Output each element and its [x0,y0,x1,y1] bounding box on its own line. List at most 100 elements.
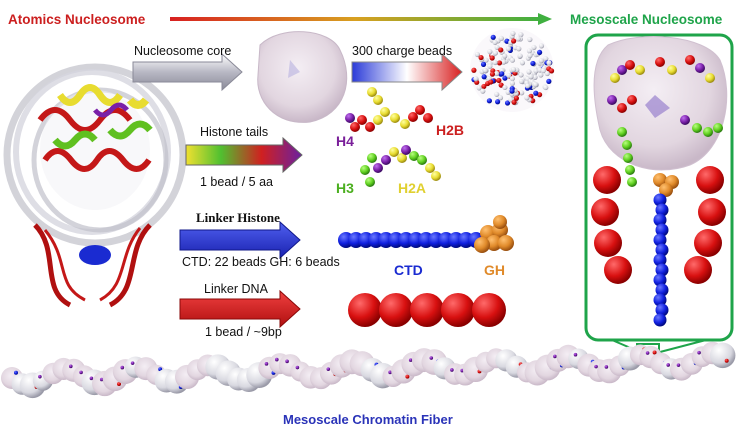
charge-bead [511,66,517,73]
charge-bead [492,59,498,66]
charge-arrow [351,52,463,92]
fiber-bead [285,359,289,364]
fiber-bead [429,356,434,360]
fiber-bead [275,357,279,362]
charge-bead [506,72,512,79]
charge-bead [546,60,552,66]
h3-label: H3 [336,180,354,196]
charge-bead [511,38,517,44]
charge-bead [496,77,502,84]
charge-bead [515,36,521,42]
charge-bead [528,74,534,80]
charge-bead [502,84,508,91]
histone-tails-sublabel: 1 bead / 5 aa [200,175,273,189]
charge-bead [509,75,515,82]
fiber-bead [405,374,410,379]
charge-bead [527,36,533,43]
charge-bead [538,72,544,78]
charge-bead [511,99,517,105]
charge-bead [538,58,544,64]
charge-bead [509,80,516,86]
linker-histone-arrow [179,220,301,260]
charge-bead [504,100,511,106]
charge-bead [486,98,493,104]
fiber-bead [326,367,331,371]
charge-bead [498,35,504,41]
core-arrow [132,52,243,92]
charge-bead [543,56,549,62]
top-progress-arrow [170,13,552,25]
nucleosome-core-label: Nucleosome core [134,44,232,58]
meso-ctd-bead [653,273,667,287]
gh-label: GH [484,262,505,278]
linker-dna-sublabel: 1 bead / ~9bp [205,325,282,339]
ctd-beads [338,232,484,248]
fiber-bead [99,377,104,382]
charge-bead [526,48,533,54]
fiber-label: Mesoscale Chromatin Fiber [283,412,453,427]
meso-ctd-bead [655,203,669,217]
charge-bead [494,91,500,97]
charge-bead [546,78,552,84]
fiber-bead [120,365,125,370]
charge-bead [544,70,550,77]
linker-dna-label: Linker DNA [204,282,268,296]
charge-bead [532,82,539,88]
charge-bead [495,99,501,105]
charge-bead [496,60,503,66]
fiber-bead [553,354,557,359]
fiber-bead [645,351,650,355]
charge-bead [489,55,495,61]
fiber-bead [604,365,609,369]
charge-bead [509,88,515,94]
charge-bead [533,90,539,96]
charge-bead [490,34,496,40]
meso-ctd-bead [655,283,669,297]
charge-bead [487,63,493,69]
charge-bead [489,71,496,77]
charge-bead [480,61,487,67]
mesoscale-nucleosome-title: Mesoscale Nucleosome [570,12,723,27]
meso-ctd-bead [653,213,667,227]
atomic-nucleosome-title: Atomics Nucleosome [8,12,146,27]
fiber-bead [130,361,135,365]
fiber-bead [594,364,598,369]
fiber-bead [38,374,42,379]
charge-bead [519,60,526,66]
fiber-bead [450,368,454,372]
charge-bead [516,46,522,52]
charge-bead [481,83,487,90]
nucleosome-core-surface [257,31,348,123]
h2b-label: H2B [436,122,465,138]
charge-bead [494,44,500,51]
charge-bead [494,70,500,77]
charge-bead [532,74,538,80]
charge-bead [540,68,547,74]
charge-beads [471,30,555,106]
fiber-bead [388,370,392,375]
charge-bead [518,72,524,78]
charge-bead [501,59,507,65]
charge-bead [537,49,543,56]
charge-bead [509,57,516,63]
h2a-label: H2A [398,180,427,196]
charge-bead [524,95,530,101]
charge-bead [502,75,508,81]
meso-ctd-bead [653,253,667,267]
mesoscale-linker-beads [591,166,726,284]
linker-dna-beads [348,293,506,327]
fiber-bead [295,365,300,370]
charge-bead [533,68,539,74]
charge-bead [527,53,533,59]
fiber-bead [14,370,18,375]
charge-bead [498,82,504,88]
meso-ctd-bead [653,313,667,327]
fiber-bead [79,370,83,375]
histone-tails-label: Histone tails [200,125,269,139]
charge-bead [525,83,531,89]
charge-bead [476,85,482,91]
charge-bead [543,84,549,91]
fiber-bead [724,358,729,363]
charge-bead [502,53,508,59]
charge-bead [498,47,504,53]
